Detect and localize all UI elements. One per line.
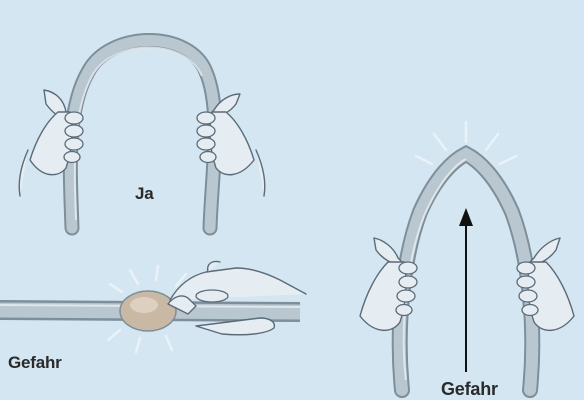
danger-label-left: Gefahr [8, 354, 62, 371]
ok-label: Ja [135, 185, 154, 202]
pushing-hand [168, 261, 306, 334]
sharp-bend-figure [360, 122, 574, 390]
danger-label-right: Gefahr [441, 380, 498, 398]
pointer-arrow [459, 208, 473, 372]
kinked-straight-figure [0, 261, 306, 352]
